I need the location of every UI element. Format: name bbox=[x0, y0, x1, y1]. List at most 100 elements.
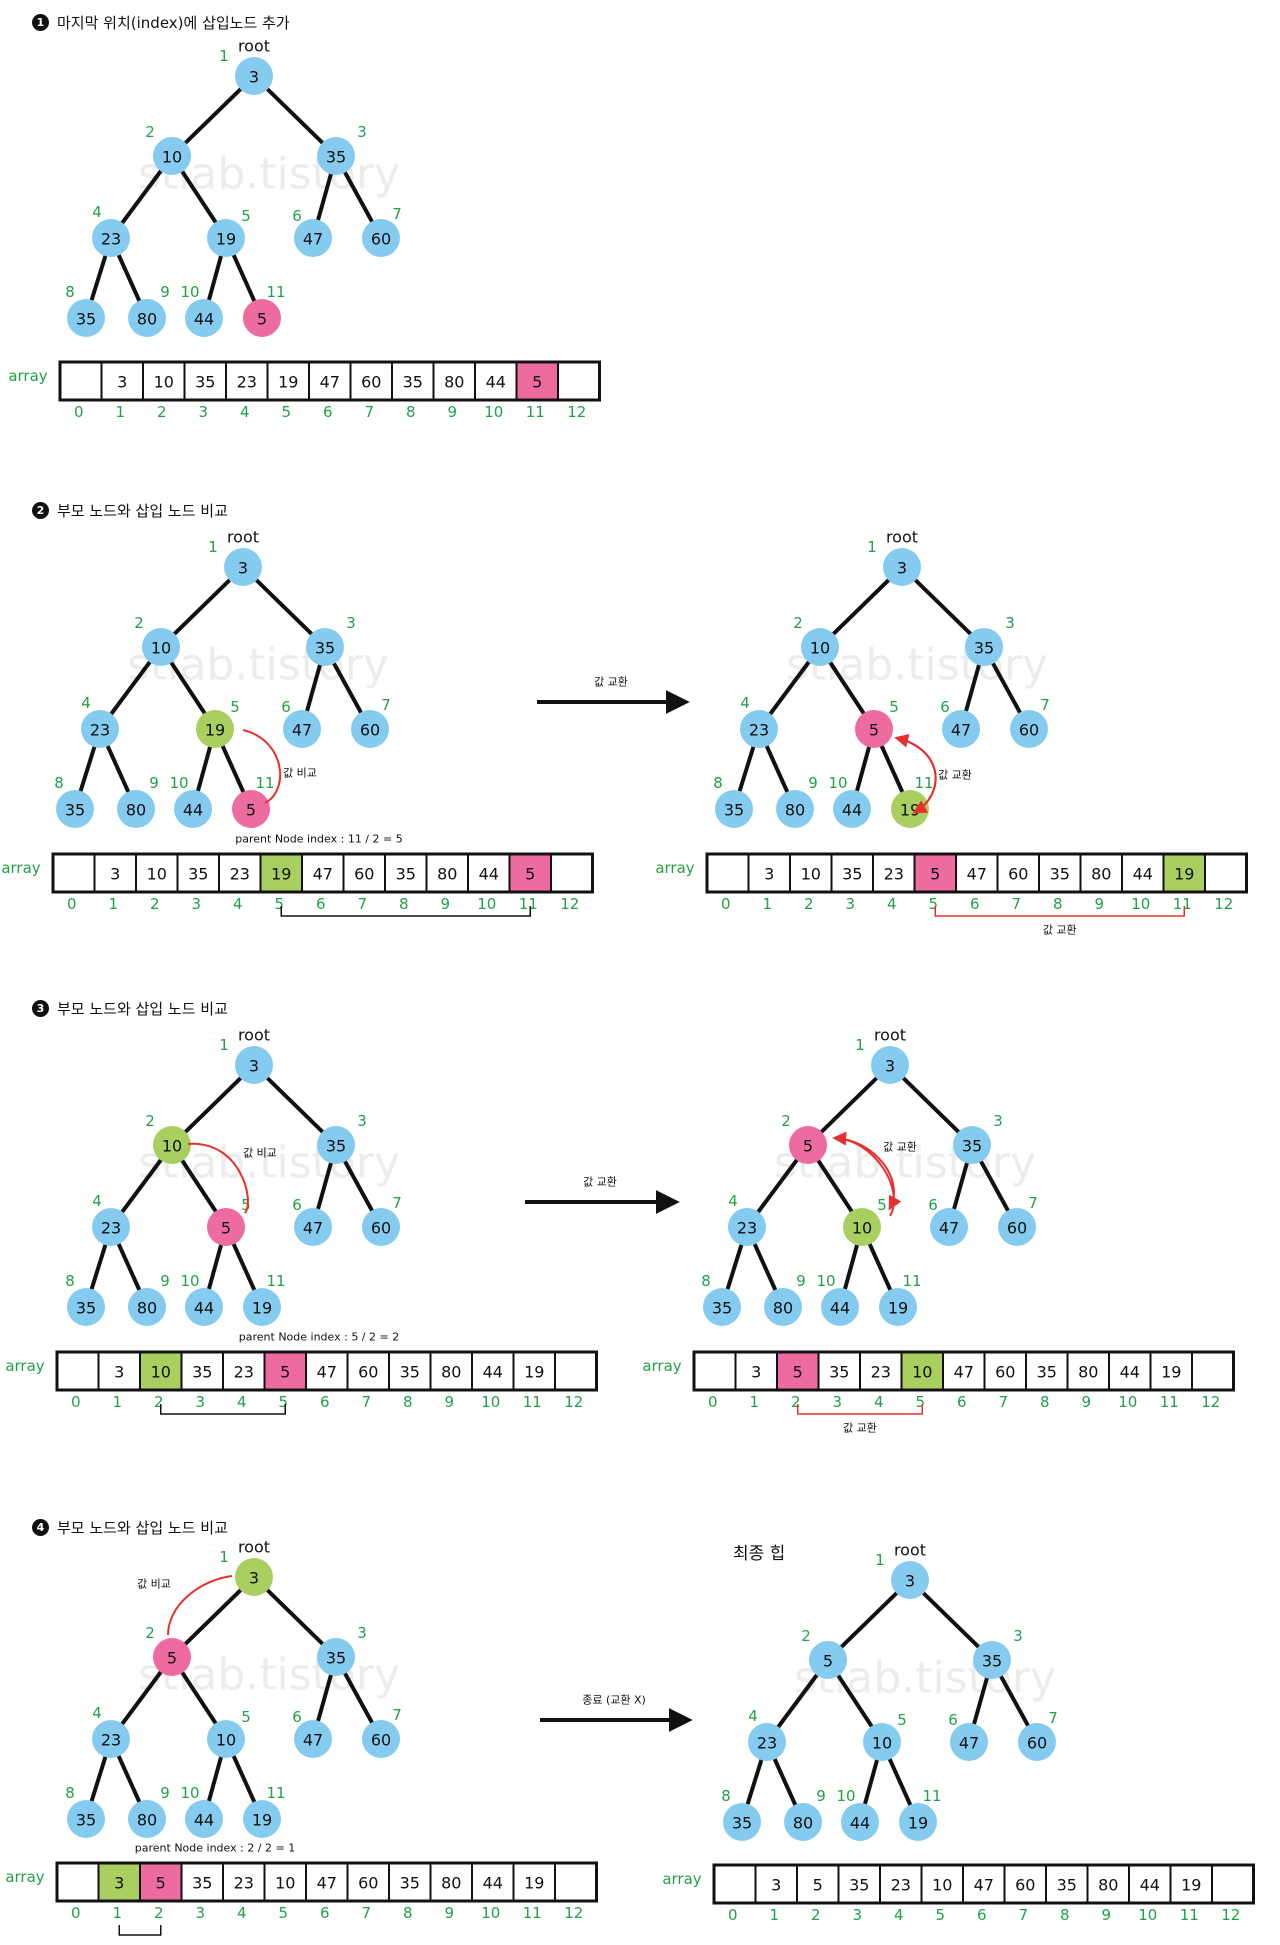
node-value: 10 bbox=[216, 1731, 236, 1750]
node-value: 10 bbox=[151, 639, 171, 658]
root-label: root bbox=[227, 528, 259, 547]
array-index-number: 7 bbox=[361, 1393, 371, 1411]
array-index-number: 9 bbox=[444, 1393, 454, 1411]
node-value: 19 bbox=[216, 230, 236, 249]
compare-curve bbox=[167, 1575, 233, 1636]
swap-curve-label: 값 교환 bbox=[938, 769, 972, 782]
node-index-label: 8 bbox=[701, 1272, 711, 1290]
tree-node bbox=[930, 1208, 968, 1246]
array-index-number: 8 bbox=[1053, 895, 1063, 913]
array-index-number: 11 bbox=[1180, 1906, 1199, 1924]
tree-edge bbox=[826, 1578, 912, 1662]
compare-label: 값 비교 bbox=[137, 1578, 171, 1591]
tree-node bbox=[891, 790, 929, 828]
array-index-number: 12 bbox=[1214, 895, 1233, 913]
array-index-number: 7 bbox=[357, 895, 367, 913]
array-cell-value: 47 bbox=[974, 1876, 994, 1895]
array-index-number: 1 bbox=[749, 1393, 759, 1411]
node-value: 80 bbox=[137, 310, 157, 329]
tree-node bbox=[128, 299, 166, 337]
array-cell-value: 10 bbox=[912, 1363, 932, 1382]
array-cell bbox=[305, 1862, 349, 1902]
array-index-number: 6 bbox=[320, 1904, 330, 1922]
node-value: 60 bbox=[371, 230, 391, 249]
node-index-label: 3 bbox=[346, 614, 356, 632]
swap-bracket bbox=[797, 1404, 923, 1415]
node-value: 44 bbox=[194, 1811, 214, 1830]
node-index-label: 5 bbox=[241, 207, 251, 225]
node-value: 44 bbox=[830, 1299, 850, 1318]
node-value: 3 bbox=[885, 1057, 895, 1076]
tree-edge bbox=[908, 1578, 994, 1662]
node-value: 47 bbox=[951, 721, 971, 740]
node-value: 19 bbox=[252, 1811, 272, 1830]
tree-node bbox=[879, 1288, 917, 1326]
array-index-number: 9 bbox=[444, 1904, 454, 1922]
tree-node bbox=[294, 1720, 332, 1758]
node-value: 23 bbox=[101, 230, 121, 249]
node-index-label: 5 bbox=[897, 1711, 907, 1729]
node-value: 19 bbox=[205, 721, 225, 740]
node-value: 5 bbox=[246, 801, 256, 820]
tree-node bbox=[92, 1720, 130, 1758]
node-index-label: 9 bbox=[808, 774, 818, 792]
array-index-number: 3 bbox=[845, 895, 855, 913]
node-index-label: 6 bbox=[292, 207, 302, 225]
array-cell-value: 60 bbox=[1008, 865, 1028, 884]
node-index-label: 1 bbox=[219, 47, 229, 65]
node-index-label: 1 bbox=[875, 1551, 885, 1569]
node-index-label: 7 bbox=[381, 696, 391, 714]
array-label: array bbox=[642, 1357, 681, 1375]
node-value: 35 bbox=[65, 801, 85, 820]
transition-label: 값 교환 bbox=[594, 676, 628, 689]
root-label: root bbox=[238, 1026, 270, 1045]
node-index-label: 11 bbox=[914, 774, 933, 792]
node-index-label: 4 bbox=[92, 1192, 102, 1210]
array-index-number: 1 bbox=[112, 1393, 122, 1411]
array-cell-value: 47 bbox=[313, 865, 333, 884]
tree-node bbox=[317, 137, 355, 175]
tree-edge bbox=[170, 74, 256, 158]
array-index-number: 8 bbox=[399, 895, 409, 913]
array-cell-value: 23 bbox=[891, 1876, 911, 1895]
array-index-number: 6 bbox=[316, 895, 326, 913]
array-index-number: 9 bbox=[440, 895, 450, 913]
tree-node bbox=[153, 137, 191, 175]
node-value: 44 bbox=[194, 1299, 214, 1318]
node-index-label: 7 bbox=[1048, 1709, 1058, 1727]
node-value: 5 bbox=[869, 721, 879, 740]
array-index-number: 0 bbox=[67, 895, 77, 913]
array-index-number: 3 bbox=[852, 1906, 862, 1924]
tree-node bbox=[950, 1723, 988, 1761]
tree-node bbox=[703, 1288, 741, 1326]
array-cell-value: 35 bbox=[192, 1874, 212, 1893]
node-index-label: 11 bbox=[902, 1272, 921, 1290]
array-index-number: 7 bbox=[364, 403, 374, 421]
array-border bbox=[55, 1861, 598, 1903]
tree-node bbox=[185, 1288, 223, 1326]
node-index-label: 2 bbox=[781, 1112, 791, 1130]
array-index-number: 10 bbox=[481, 1393, 500, 1411]
array-index-number: 10 bbox=[484, 403, 503, 421]
node-value: 23 bbox=[101, 1219, 121, 1238]
array-cell-value: 35 bbox=[1050, 865, 1070, 884]
tree-node bbox=[863, 1723, 901, 1761]
node-index-label: 3 bbox=[1013, 1627, 1023, 1645]
array-index-number: 4 bbox=[237, 1393, 247, 1411]
array-cell-value: 47 bbox=[967, 865, 987, 884]
node-index-label: 5 bbox=[877, 1196, 887, 1214]
tree-node bbox=[67, 1800, 105, 1838]
array-cell-value: 3 bbox=[771, 1876, 781, 1895]
node-value: 44 bbox=[194, 310, 214, 329]
array-cell-value: 19 bbox=[278, 373, 298, 392]
root-label: root bbox=[886, 528, 918, 547]
node-index-label: 10 bbox=[180, 283, 199, 301]
compare-label: 값 비교 bbox=[243, 1147, 277, 1160]
array-index-number: 4 bbox=[240, 403, 250, 421]
array-index-number: 4 bbox=[894, 1906, 904, 1924]
tree-node bbox=[776, 790, 814, 828]
array-label: array bbox=[662, 1870, 701, 1888]
node-value: 23 bbox=[749, 721, 769, 740]
